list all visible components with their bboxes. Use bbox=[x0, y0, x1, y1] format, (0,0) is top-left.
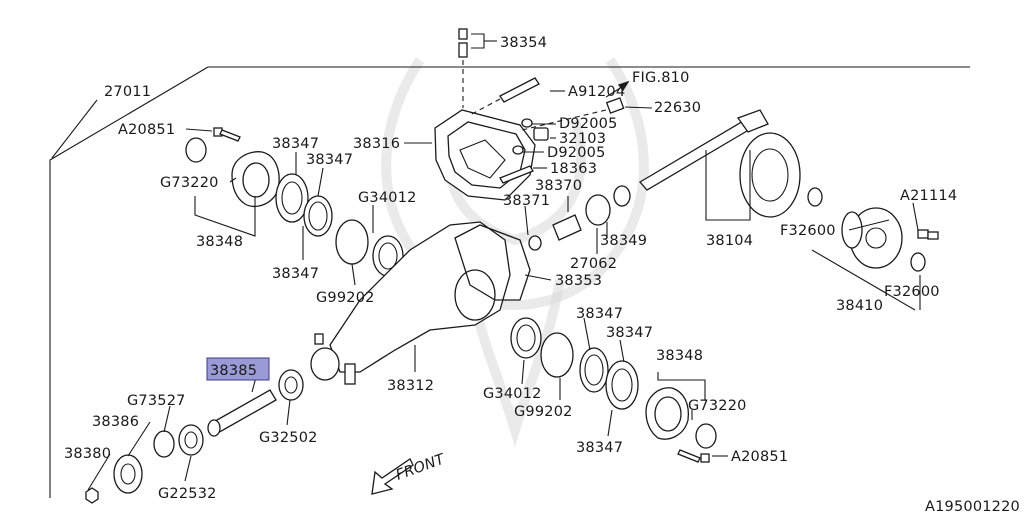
label-32103[interactable]: 32103 bbox=[559, 131, 606, 147]
label-38347-b[interactable]: 38347 bbox=[306, 152, 353, 168]
bolt-18363[interactable] bbox=[499, 165, 534, 184]
o-ring-G99202-top[interactable] bbox=[335, 219, 369, 265]
front-label: FRONT bbox=[394, 451, 448, 484]
label-F32600-a[interactable]: F32600 bbox=[780, 223, 836, 239]
carrier-38312[interactable] bbox=[310, 221, 511, 385]
bolt-A20851-bottom[interactable] bbox=[677, 449, 710, 463]
ring-gear bbox=[739, 132, 801, 218]
label-D92005-b[interactable]: D92005 bbox=[547, 145, 606, 161]
frame-lines bbox=[49, 66, 970, 498]
front-arrow-icon bbox=[371, 458, 414, 495]
label-A91204[interactable]: A91204 bbox=[568, 84, 625, 100]
fig-arrow-icon bbox=[605, 80, 630, 98]
washer-F32600-b[interactable] bbox=[910, 252, 926, 272]
plug-32103[interactable] bbox=[533, 127, 549, 141]
label-G99202-bottom[interactable]: G99202 bbox=[514, 404, 573, 420]
washer-38371[interactable] bbox=[528, 235, 542, 251]
seal-G32502[interactable] bbox=[278, 369, 304, 401]
label-22630[interactable]: 22630 bbox=[654, 100, 701, 116]
label-G73220-left[interactable]: G73220 bbox=[160, 175, 219, 191]
label-38104[interactable]: 38104 bbox=[706, 233, 753, 249]
seal-38349[interactable] bbox=[613, 185, 631, 207]
rear-cover-38316[interactable] bbox=[434, 109, 536, 201]
drive-pinion-38104[interactable] bbox=[638, 109, 769, 191]
label-G73220-right[interactable]: G73220 bbox=[688, 398, 747, 414]
nut-38380[interactable] bbox=[85, 487, 99, 504]
label-38348-right[interactable]: 38348 bbox=[656, 348, 703, 364]
diff-case-38410[interactable] bbox=[841, 207, 903, 269]
leader-lines bbox=[87, 33, 921, 491]
label-38347-f[interactable]: 38347 bbox=[576, 440, 623, 456]
bearing-27062[interactable] bbox=[585, 194, 611, 226]
gasket-D92005-b[interactable] bbox=[512, 145, 524, 155]
label-G32502[interactable]: G32502 bbox=[259, 430, 318, 446]
breather-22630[interactable] bbox=[521, 97, 625, 131]
shim-38347-c[interactable] bbox=[579, 347, 609, 393]
label-38370[interactable]: 38370 bbox=[535, 178, 582, 194]
flange-38386[interactable] bbox=[113, 454, 143, 494]
label-38385[interactable]: 38385 bbox=[210, 363, 257, 379]
bearing-G34012-bottom[interactable] bbox=[510, 317, 542, 359]
shaft-38385[interactable] bbox=[207, 389, 277, 437]
shim-38347-d[interactable] bbox=[605, 360, 639, 410]
label-38380[interactable]: 38380 bbox=[64, 446, 111, 462]
label-27011[interactable]: 27011 bbox=[104, 84, 151, 100]
label-38371[interactable]: 38371 bbox=[503, 193, 550, 209]
label-A20851-bottom[interactable]: A20851 bbox=[731, 449, 788, 465]
label-38354[interactable]: 38354 bbox=[500, 35, 547, 51]
label-18363[interactable]: 18363 bbox=[550, 161, 597, 177]
label-A21114[interactable]: A21114 bbox=[900, 188, 957, 204]
oil-seal-G73220-left[interactable] bbox=[185, 137, 207, 163]
washer-F32600-a[interactable] bbox=[807, 187, 823, 207]
label-38347-e[interactable]: 38347 bbox=[606, 325, 653, 341]
label-38410[interactable]: 38410 bbox=[836, 298, 883, 314]
part-labels: 38354 27011 FIG.810 A91204 22630 A20851 … bbox=[64, 35, 1020, 515]
label-G34012-bottom[interactable]: G34012 bbox=[483, 386, 542, 402]
o-ring-G99202-bottom[interactable] bbox=[540, 332, 574, 378]
retainer-38348-left[interactable] bbox=[231, 151, 280, 208]
label-fig810[interactable]: FIG.810 bbox=[632, 70, 690, 86]
label-38348-left[interactable]: 38348 bbox=[196, 234, 243, 250]
oil-seal-G73527[interactable] bbox=[153, 430, 175, 458]
label-38353[interactable]: 38353 bbox=[555, 273, 602, 289]
label-38347-c[interactable]: 38347 bbox=[272, 266, 319, 282]
label-38316[interactable]: 38316 bbox=[353, 136, 400, 152]
gasket-38353[interactable] bbox=[454, 224, 531, 301]
label-F32600-b[interactable]: F32600 bbox=[884, 284, 940, 300]
retainer-38348-right[interactable] bbox=[645, 387, 690, 440]
bearing-G22532[interactable] bbox=[178, 424, 204, 456]
bolt-A21114[interactable] bbox=[917, 229, 939, 240]
label-38312[interactable]: 38312 bbox=[387, 378, 434, 394]
oil-seal-G73220-right[interactable] bbox=[695, 423, 717, 449]
figure-id: A195001220 bbox=[925, 499, 1020, 512]
label-D92005-a[interactable]: D92005 bbox=[559, 116, 618, 132]
stud-A91204[interactable] bbox=[469, 77, 540, 116]
label-G34012-top[interactable]: G34012 bbox=[358, 190, 417, 206]
label-38349[interactable]: 38349 bbox=[600, 233, 647, 249]
label-G99202-top[interactable]: G99202 bbox=[316, 290, 375, 306]
label-38347-d[interactable]: 38347 bbox=[576, 306, 623, 322]
label-38386[interactable]: 38386 bbox=[92, 414, 139, 430]
shim-38347-b[interactable] bbox=[303, 195, 333, 237]
bolt-38354[interactable] bbox=[458, 28, 468, 108]
spacer-38370[interactable] bbox=[552, 214, 582, 241]
label-G73527[interactable]: G73527 bbox=[127, 393, 186, 409]
gasket-D92005-a[interactable] bbox=[521, 118, 533, 128]
bolt-A20851-top[interactable] bbox=[213, 127, 241, 142]
shim-38347-a[interactable] bbox=[275, 173, 309, 223]
label-27062[interactable]: 27062 bbox=[570, 256, 617, 272]
label-G22532[interactable]: G22532 bbox=[158, 486, 217, 502]
label-A20851-top[interactable]: A20851 bbox=[118, 122, 175, 138]
label-38347-a[interactable]: 38347 bbox=[272, 136, 319, 152]
highlight-38385 bbox=[206, 357, 270, 381]
